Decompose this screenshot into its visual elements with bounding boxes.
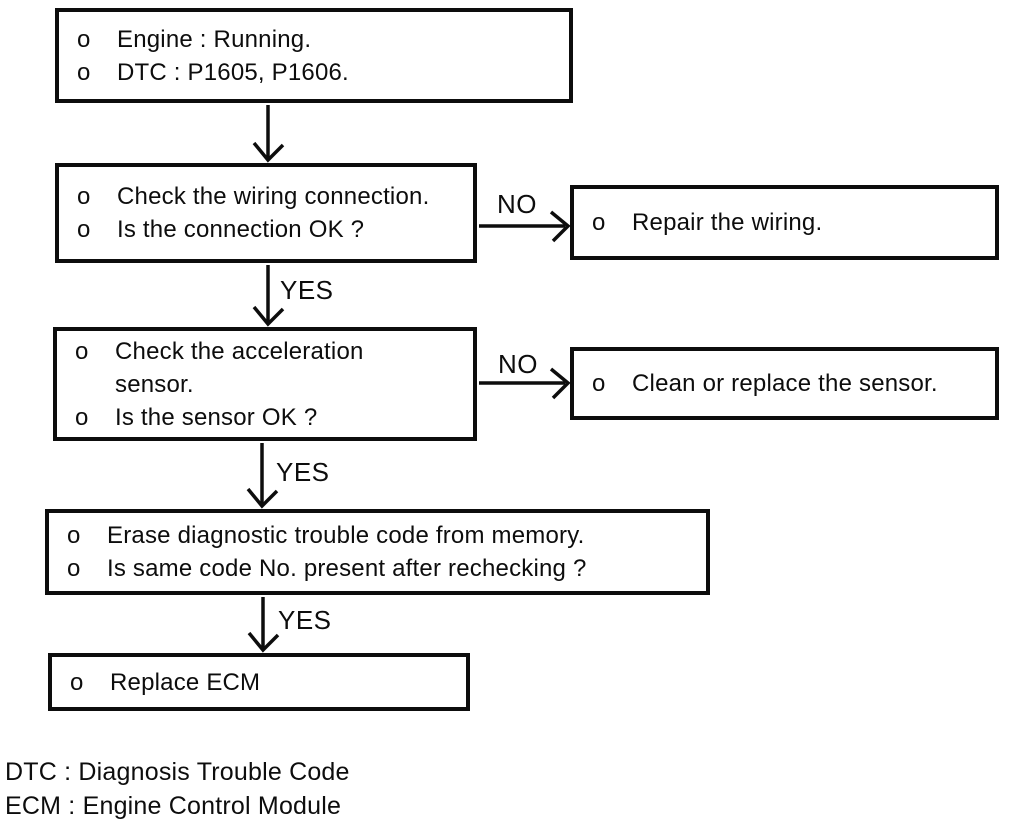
flow-box-conditions: o Engine : Running. o DTC : P1605, P1606… [55, 8, 573, 103]
question-sensor-ok-text: Is the sensor OK ? [115, 403, 318, 431]
bullet-marker: o [77, 58, 91, 86]
question-code-present-text: Is same code No. present after recheckin… [107, 555, 587, 582]
condition-dtc: o DTC : P1605, P1606. [77, 56, 561, 89]
flow-box-clean-sensor: o Clean or replace the sensor. [570, 347, 999, 420]
edge-label-no-2: NO [498, 349, 538, 379]
bullet-marker: o [75, 337, 89, 365]
condition-engine: o Engine : Running. [77, 23, 561, 56]
action-clean-sensor-text: Clean or replace the sensor. [632, 370, 938, 397]
step-check-sensor-line1: Check the acceleration [115, 337, 364, 365]
flow-box-repair-wiring: o Repair the wiring. [570, 185, 999, 260]
action-repair-wiring-text: Repair the wiring. [632, 209, 823, 236]
arrow-no-check-sensor-to-clean [479, 367, 571, 400]
action-repair-wiring: o Repair the wiring. [592, 206, 987, 239]
step-erase-code-text: Erase diagnostic trouble code from memor… [107, 522, 585, 549]
flow-box-check-wiring: o Check the wiring connection. o Is the … [55, 163, 477, 263]
arrow-yes-check-wiring-to-check-sensor [252, 265, 285, 327]
bullet-marker: o [77, 216, 91, 243]
flow-box-erase-code: o Erase diagnostic trouble code from mem… [45, 509, 710, 595]
step-check-sensor: o Check the acceleration sensor. [75, 335, 465, 401]
legend-dtc: DTC : Diagnosis Trouble Code [5, 758, 350, 786]
edge-label-yes-1: YES [280, 275, 334, 305]
flow-box-check-sensor: o Check the acceleration sensor. o Is th… [53, 327, 477, 441]
bullet-marker: o [592, 209, 606, 236]
action-clean-sensor: o Clean or replace the sensor. [592, 367, 987, 400]
condition-engine-text: Engine : Running. [117, 25, 312, 53]
legend: DTC : Diagnosis Trouble Code ECM : Engin… [5, 755, 350, 823]
edge-label-no-1: NO [497, 189, 537, 219]
arrow-yes-check-sensor-to-erase-code [246, 443, 279, 509]
action-replace-ecm-text: Replace ECM [110, 668, 261, 696]
step-check-wiring: o Check the wiring connection. [77, 180, 465, 213]
action-replace-ecm: o Replace ECM [70, 666, 458, 699]
flow-box-replace-ecm: o Replace ECM [48, 653, 470, 711]
step-check-wiring-text: Check the wiring connection. [117, 183, 430, 210]
bullet-marker: o [592, 370, 606, 397]
question-connection-ok-text: Is the connection OK ? [117, 216, 365, 243]
arrow-no-check-wiring-to-repair [479, 210, 571, 243]
condition-dtc-text: DTC : P1605, P1606. [117, 58, 349, 86]
bullet-marker: o [77, 25, 91, 53]
bullet-marker: o [75, 403, 89, 431]
legend-ecm: ECM : Engine Control Module [5, 792, 342, 820]
step-check-sensor-text: Check the acceleration sensor. [115, 335, 364, 401]
question-connection-ok: o Is the connection OK ? [77, 213, 465, 246]
bullet-marker: o [67, 522, 81, 549]
edge-label-yes-3: YES [278, 605, 332, 635]
step-check-sensor-line2: sensor. [115, 370, 194, 398]
question-code-present: o Is same code No. present after recheck… [67, 552, 698, 585]
question-sensor-ok: o Is the sensor OK ? [75, 401, 465, 434]
bullet-marker: o [70, 668, 84, 696]
step-erase-code: o Erase diagnostic trouble code from mem… [67, 519, 698, 552]
arrow-conditions-to-check-wiring [252, 105, 285, 163]
bullet-marker: o [77, 183, 91, 210]
edge-label-yes-2: YES [276, 457, 330, 487]
bullet-marker: o [67, 555, 81, 582]
arrow-yes-erase-code-to-replace-ecm [247, 597, 280, 653]
